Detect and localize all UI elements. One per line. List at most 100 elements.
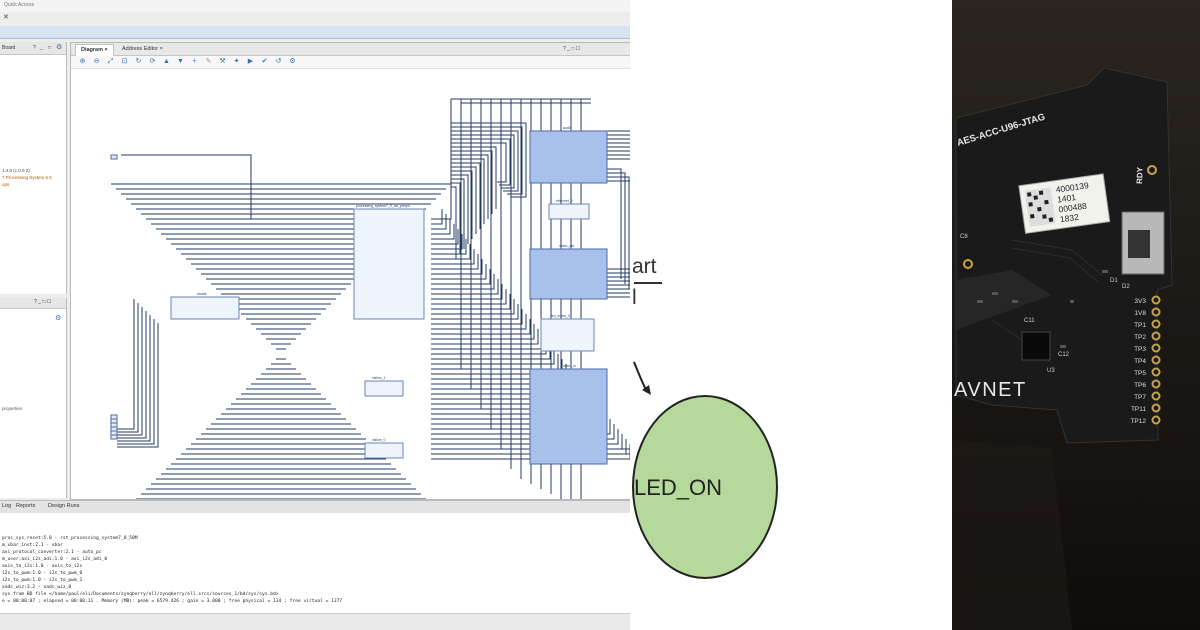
serial-line: 000488 bbox=[1058, 201, 1088, 215]
tab-address-editor[interactable]: Address Editor × bbox=[122, 46, 163, 52]
pin-label: TP3 bbox=[1134, 346, 1146, 353]
component-label: U3 bbox=[1047, 368, 1055, 374]
board-panel-header: Board ? _ □ ⚙ bbox=[0, 42, 66, 55]
svg-text:xlslice_0: xlslice_0 bbox=[372, 438, 385, 442]
flow-title-bar bbox=[0, 26, 630, 39]
start-underline bbox=[634, 282, 662, 284]
close-tab-icon[interactable]: × bbox=[159, 46, 163, 52]
zoom-out-icon[interactable]: ⊖ bbox=[93, 58, 100, 65]
console-line: axis_to_i2s:1.0 - axis_to_i2s bbox=[2, 564, 83, 569]
pin-label: TP5 bbox=[1134, 370, 1146, 377]
properties-panel-header: ? _ □ ☐ bbox=[0, 298, 66, 309]
panel-controls-icon[interactable]: ? _ □ ☐ bbox=[34, 299, 52, 305]
tree-item[interactable]: ups bbox=[2, 182, 10, 187]
properties-panel: ? _ □ ☐ ⚙ properties bbox=[0, 298, 67, 498]
close-icon[interactable]: ✕ bbox=[3, 14, 9, 21]
transition-arrow-icon bbox=[633, 361, 651, 395]
rdy-label: RDY bbox=[1135, 166, 1145, 184]
help-icon[interactable]: ? bbox=[33, 45, 36, 51]
validate-icon[interactable]: ✔ bbox=[261, 58, 268, 65]
svg-text:processing_system7_0_axi_perip: processing_system7_0_axi_periph bbox=[356, 204, 410, 208]
gear-icon[interactable]: ⚙ bbox=[55, 315, 62, 322]
pin-label: 3V3 bbox=[1134, 298, 1146, 305]
bottom-tab-row: Log Reports Design Runs bbox=[0, 500, 630, 514]
pin-label: TP4 bbox=[1134, 358, 1146, 365]
pin-label: TP6 bbox=[1134, 382, 1146, 389]
wrench-icon[interactable]: ⚒ bbox=[219, 58, 226, 65]
ic-chip-icon bbox=[1021, 331, 1051, 361]
rotate-icon[interactable]: ↻ bbox=[135, 58, 142, 65]
tab-log[interactable]: Log bbox=[2, 503, 12, 509]
fit-selection-icon[interactable]: ⊡ bbox=[121, 58, 128, 65]
vivado-window: Quick Access ✕ Board ? _ □ ⚙ 1.4.0 (c.0.… bbox=[0, 0, 630, 630]
tab-diagram[interactable]: Diagram × bbox=[75, 44, 114, 56]
tree-item[interactable]: 1.4.0 (c.0.0.2) bbox=[2, 168, 30, 173]
properties-label: properties bbox=[2, 406, 23, 411]
zoom-in-icon[interactable]: ⊕ bbox=[79, 58, 86, 65]
svg-text:resets: resets bbox=[197, 292, 207, 296]
component-label: C8 bbox=[960, 234, 968, 240]
diagram-toolbar: ⊕ ⊖ ⤢ ⊡ ↻ ⟳ ▲ ▼ + ✎ ⚒ ✦ ▶ ✔ ↺ ⚙ bbox=[71, 56, 630, 69]
tab-reports[interactable]: Reports bbox=[16, 503, 36, 509]
add-icon[interactable]: + bbox=[192, 58, 197, 65]
settings-gear-icon[interactable]: ⚙ bbox=[56, 44, 63, 51]
start-state-text: art bbox=[632, 255, 657, 278]
pin-label: TP7 bbox=[1134, 394, 1146, 401]
pin-label: TP11 bbox=[1131, 406, 1146, 413]
refresh-icon[interactable]: ⟳ bbox=[149, 58, 156, 65]
gear-icon[interactable]: ⚙ bbox=[289, 58, 296, 65]
regenerate-icon[interactable]: ↺ bbox=[275, 58, 282, 65]
quick-access-label: Quick Access bbox=[4, 2, 35, 8]
console-line: axi_protocol_converter:2.1 - auto_pc bbox=[2, 550, 102, 555]
quick-access-bar[interactable]: Quick Access bbox=[0, 0, 630, 12]
tcl-console[interactable]: proc_sys_reset:5.0 - rst_processing_syst… bbox=[0, 513, 630, 613]
editor-tab-row: Diagram × Address Editor × ? _ □ ☐ bbox=[71, 43, 630, 56]
led-on-state-label: LED_ON bbox=[634, 475, 723, 500]
up-icon[interactable]: ▲ bbox=[163, 58, 170, 65]
status-bar bbox=[0, 613, 630, 630]
serial-line: 1832 bbox=[1059, 212, 1079, 225]
block-diagram-editor[interactable]: Diagram × Address Editor × ? _ □ ☐ ⊕ ⊖ ⤢… bbox=[70, 42, 630, 500]
board-panel-title: Board bbox=[2, 45, 16, 51]
editor-controls-icon[interactable]: ? _ □ ☐ bbox=[563, 46, 581, 52]
console-line: m_xbar_inst:2.1 - xbar bbox=[2, 543, 63, 548]
tree-item[interactable]: 7 Processing System 5.5 bbox=[2, 175, 52, 180]
svg-text:video_out: video_out bbox=[559, 244, 574, 248]
brand-logo-text: AVNET bbox=[954, 379, 1027, 401]
jtag-board-photo: AES-ACC-U96-JTAG RDY AVNET 4000139 1401 … bbox=[952, 0, 1200, 630]
block-diagram-canvas[interactable]: audio ethernet_0 processing_system7_0_ax… bbox=[71, 69, 630, 499]
fit-icon[interactable]: ⤢ bbox=[107, 58, 114, 65]
tab-design-runs[interactable]: Design Runs bbox=[48, 503, 80, 509]
svg-text:axi_vdma_0: axi_vdma_0 bbox=[551, 314, 570, 318]
led-on-state-node bbox=[632, 395, 778, 579]
component-label: D2 bbox=[1122, 284, 1130, 290]
pin-label: TP2 bbox=[1134, 334, 1146, 341]
console-line: m_user:axi_i2s_adi:1.0 - axi_i2s_adi_0 bbox=[2, 557, 108, 562]
serial-line: 1401 bbox=[1057, 192, 1077, 205]
down-icon[interactable]: ▼ bbox=[177, 58, 184, 65]
serial-line: 4000139 bbox=[1055, 180, 1089, 195]
component-label: C11 bbox=[1024, 318, 1035, 324]
pcb-illustration: AES-ACC-U96-JTAG RDY AVNET 4000139 1401 … bbox=[952, 0, 1200, 630]
close-tab-icon[interactable]: × bbox=[104, 47, 108, 53]
svg-text:xlslice_1: xlslice_1 bbox=[372, 376, 385, 380]
pin-label: 1V8 bbox=[1134, 310, 1146, 317]
maximize-icon[interactable]: □ bbox=[48, 45, 52, 51]
pin-label: TP12 bbox=[1130, 418, 1146, 425]
console-line: e = 00:00:07 ; elapsed = 00:00:11 . Memo… bbox=[2, 599, 343, 604]
pen-icon[interactable]: ✎ bbox=[205, 58, 212, 65]
board-panel: Board ? _ □ ⚙ 1.4.0 (c.0.0.2) 7 Processi… bbox=[0, 42, 67, 294]
settings-icon[interactable]: ✦ bbox=[233, 58, 240, 65]
svg-text:video_in: video_in bbox=[563, 364, 576, 368]
run-icon[interactable]: ▶ bbox=[247, 58, 254, 65]
svg-text:audio: audio bbox=[563, 126, 572, 130]
minimize-icon[interactable]: _ bbox=[40, 45, 43, 51]
component-label: D1 bbox=[1110, 278, 1118, 284]
transition-label: l bbox=[632, 286, 637, 309]
svg-text:ethernet_0: ethernet_0 bbox=[556, 199, 573, 203]
pin-label: TP1 bbox=[1134, 322, 1146, 329]
console-line: proc_sys_reset:5.0 - rst_processing_syst… bbox=[2, 536, 138, 541]
console-line: sys from BD file </home/paul/eli/Documen… bbox=[2, 592, 279, 597]
console-line: xadc_wiz:3.2 - xadc_wiz_0 bbox=[2, 585, 72, 590]
component-label: C12 bbox=[1058, 352, 1070, 358]
